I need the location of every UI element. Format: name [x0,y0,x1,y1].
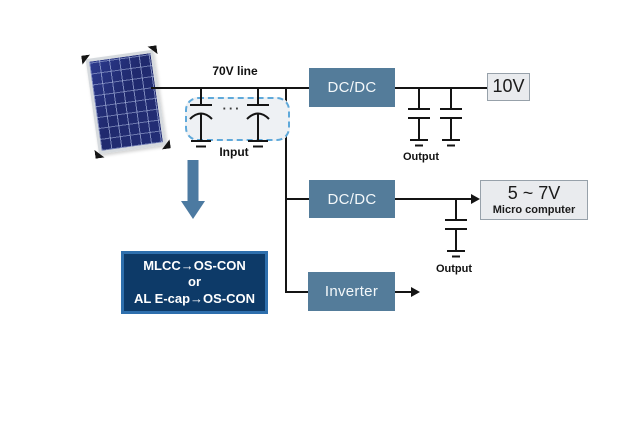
rail-5-7v-box: 5 ~ 7V Micro computer [480,180,588,220]
output-capacitor-ground-icon [445,199,467,258]
output-label-mid: Output [435,263,473,275]
down-arrow-icon [181,160,205,219]
dcdc-block-top: DC/DC [309,68,395,107]
solar-panel-icon [86,50,167,155]
more-capacitors-ellipsis: ··· [222,101,242,116]
line-voltage-label: 70V line [212,64,258,78]
wire-70v-main [151,87,309,89]
wire-dcdc1-to-10v [395,87,487,89]
callout-line1: MLCC→OS-CON [143,258,246,274]
output-capacitor-ground-icon [440,88,462,147]
rail-10v-label: 10V [492,76,525,97]
rail-10v-box: 10V [487,73,530,101]
wire-dcdc2-to-micro [395,198,472,200]
input-capacitor-group-outline [185,97,290,141]
panel-corner-clamp-icon [94,149,104,159]
inverter-block: Inverter [308,272,395,311]
wire-vertical-bus [285,87,287,293]
arrowhead-inverter-out-icon [411,287,420,297]
micro-computer-label: Micro computer [492,204,576,217]
panel-corner-clamp-icon [161,139,171,149]
arrowhead-to-micro-icon [471,194,480,204]
wire-inverter-out [395,291,412,293]
dcdc-block-mid: DC/DC [309,180,395,218]
polarized-capacitor-ground-icon [246,88,270,148]
wire-bus-to-dcdc2 [285,198,310,200]
callout-line2: or [188,274,201,290]
polarized-capacitor-ground-icon [189,88,213,148]
callout-line3: AL E-cap→OS-CON [133,290,256,306]
output-label-top: Output [402,151,440,163]
input-label: Input [219,145,249,159]
rail-5-7v-label: 5 ~ 7V [507,182,561,203]
output-capacitor-ground-icon [408,88,430,147]
panel-corner-clamp-icon [81,55,91,65]
capacitor-replacement-callout: MLCC→OS-CON or AL E-cap→OS-CON [121,251,268,314]
wire-bus-to-inverter [285,291,309,293]
panel-corner-clamp-icon [147,45,157,55]
